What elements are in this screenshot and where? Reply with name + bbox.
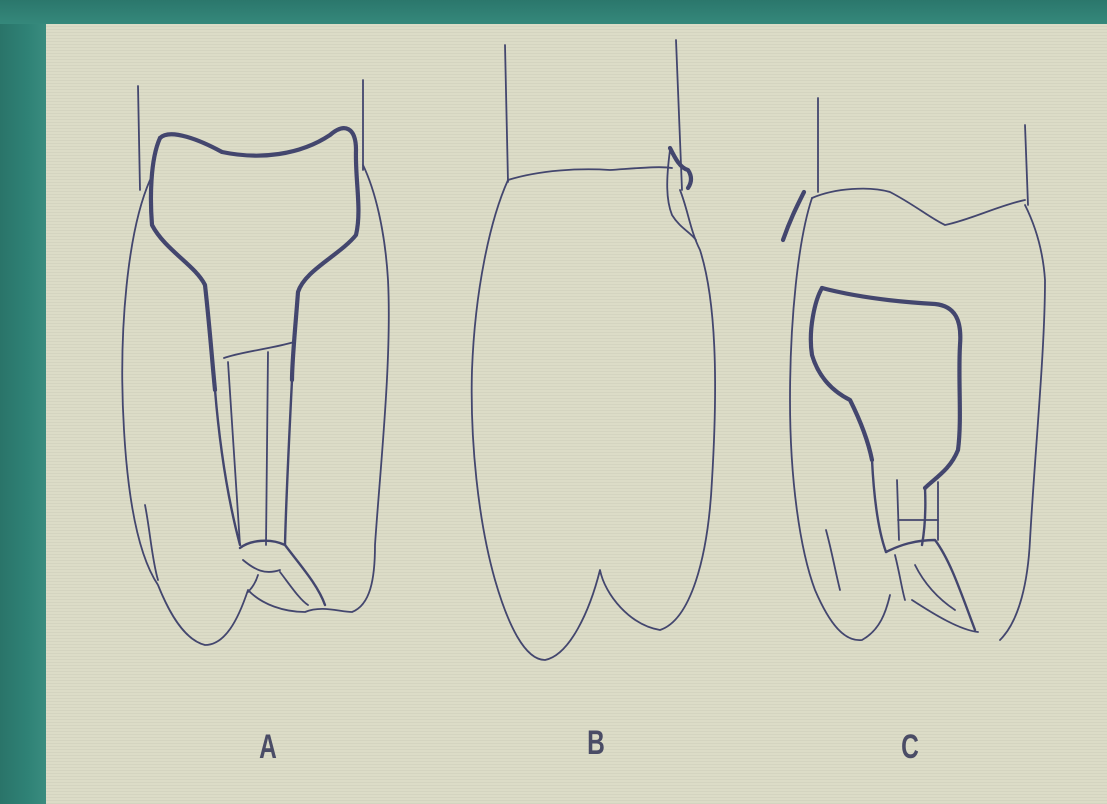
tooth-a-box-wall-left — [215, 390, 240, 545]
tooth-a-left-line — [138, 86, 140, 190]
tooth-c-inner-walls — [897, 480, 938, 540]
tooth-a-occlusal-box — [160, 128, 358, 380]
tooth-a — [122, 80, 389, 645]
tooth-b-occlusal-edge — [508, 167, 672, 180]
tooth-c-box-wall-right — [922, 488, 925, 545]
tooth-c-box-left — [811, 288, 872, 460]
tooth-c — [783, 98, 1045, 640]
tooth-b — [472, 40, 715, 660]
tooth-c-mark — [783, 192, 804, 240]
tooth-a-box-left — [151, 138, 215, 390]
tooth-c-cusp-line — [826, 530, 840, 590]
tooth-b-outline — [472, 180, 715, 660]
label-a: A — [254, 728, 283, 767]
label-b: B — [582, 724, 611, 763]
tooth-a-cusp-line — [145, 505, 158, 580]
tooth-a-pulpal-line — [224, 342, 294, 358]
tooth-c-right-line — [1025, 125, 1028, 205]
tooth-c-outline — [790, 198, 1045, 640]
label-c: C — [896, 728, 925, 767]
tooth-c-gingival-floor — [886, 540, 975, 630]
tooth-a-box-wall-right — [285, 380, 292, 545]
tooth-c-box-wall-left — [872, 460, 886, 552]
tooth-b-left-line — [505, 45, 508, 182]
tooth-c-occlusal-edge — [812, 189, 1025, 225]
tooth-a-root-detail — [243, 560, 308, 605]
tooth-c-occlusal-box — [822, 288, 960, 488]
tooth-c-root-detail — [895, 555, 955, 610]
